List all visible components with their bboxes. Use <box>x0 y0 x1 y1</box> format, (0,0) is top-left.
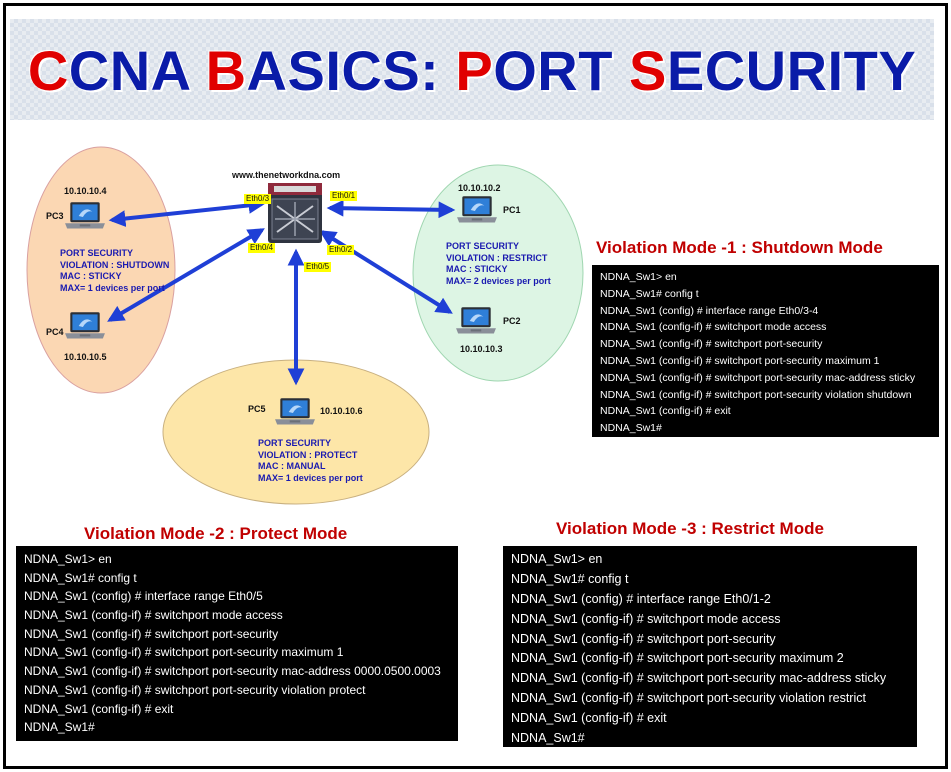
website-label: www.thenetworkdna.com <box>232 170 341 180</box>
link-pc3 <box>108 197 266 227</box>
pc2-name: PC2 <box>503 316 521 326</box>
pc5-security-info: PORT SECURITY VIOLATION : PROTECT MAC : … <box>258 438 363 483</box>
mode1-cli-box: NDNA_Sw1> en NDNA_Sw1# config t NDNA_Sw1 (… <box>592 265 939 437</box>
pc4-ip: 10.10.10.5 <box>64 352 107 362</box>
cli-line: NDNA_Sw1# <box>511 731 585 746</box>
cli-line: NDNA_Sw1 (config-if) # switchport port-s… <box>600 338 823 351</box>
cli-line: NDNA_Sw1 (config) # interface range Eth0… <box>24 589 263 604</box>
cli-line: NDNA_Sw1 (config-if) # switchport port-s… <box>511 671 887 686</box>
cli-line: NDNA_Sw1 (config-if) # switchport mode a… <box>24 608 283 623</box>
pc3-laptop-icon <box>65 202 105 229</box>
cli-line: NDNA_Sw1 (config-if) # switchport port-s… <box>24 664 441 679</box>
mode2-title: Violation Mode -2 : Protect Mode <box>84 524 348 543</box>
port-eth0-5: Eth0/5 <box>304 262 332 272</box>
mode3-cli-box: NDNA_Sw1> en NDNA_Sw1# config t NDNA_Sw1 (… <box>503 546 917 747</box>
title-banner <box>10 19 934 120</box>
cli-line: NDNA_Sw1 (config-if) # switchport port-s… <box>511 651 844 666</box>
pc5-ip: 10.10.10.6 <box>320 406 363 416</box>
cli-line: NDNA_Sw1# config t <box>511 571 629 586</box>
pc2-ip: 10.10.10.3 <box>460 344 503 354</box>
cli-line: NDNA_Sw1# config t <box>24 570 137 585</box>
title-part: C <box>27 39 69 102</box>
title-part: B <box>205 39 247 102</box>
pc2-laptop-icon <box>456 307 496 334</box>
cli-line: NDNA_Sw1 (config-if) # exit <box>24 701 174 716</box>
port-eth0-2: Eth0/2 <box>327 245 355 255</box>
cli-line: NDNA_Sw1 (config-if) # exit <box>600 405 731 418</box>
cli-line: NDNA_Sw1 (config) # interface range Eth0… <box>511 591 771 606</box>
cli-line: NDNA_Sw1 (config-if) # switchport mode a… <box>600 321 827 334</box>
title-part: ECURITY <box>666 39 917 102</box>
pc1-ip: 10.10.10.2 <box>458 183 501 193</box>
cli-line: NDNA_Sw1> en <box>600 271 677 283</box>
port-eth0-3: Eth0/3 <box>244 194 272 204</box>
pc4-name: PC4 <box>46 327 64 337</box>
port-eth0-1: Eth0/1 <box>330 191 358 201</box>
cli-line: NDNA_Sw1 (config-if) # switchport port-s… <box>24 645 344 660</box>
link-pc4 <box>107 228 265 322</box>
title-part: S <box>629 39 667 102</box>
cli-line: NDNA_Sw1> en <box>511 552 603 566</box>
cli-line: NDNA_Sw1 (config) # interface range Eth0… <box>600 304 819 317</box>
cli-line: NDNA_Sw1 (config-if) # switchport port-s… <box>511 631 776 646</box>
cli-line: NDNA_Sw1 (config-if) # switchport mode a… <box>511 611 781 626</box>
title-part: ASICS: <box>246 39 456 102</box>
cli-line: NDNA_Sw1 (config-if) # switchport port-s… <box>600 371 916 384</box>
switch-icon <box>268 183 322 243</box>
pc3-security-info: PORT SECURITY VIOLATION : SHUTDOWN MAC :… <box>60 248 170 293</box>
pc3-ip: 10.10.10.4 <box>64 186 107 196</box>
mode3-title: Violation Mode -3 : Restrict Mode <box>556 519 824 538</box>
cli-line: NDNA_Sw1# <box>600 422 662 435</box>
pc5-name: PC5 <box>248 404 266 414</box>
cli-line: NDNA_Sw1 (config-if) # switchport port-s… <box>600 388 912 401</box>
title-part: P <box>455 39 494 102</box>
mode2-cli-box: NDNA_Sw1> en NDNA_Sw1# config t NDNA_Sw1 (… <box>16 546 458 741</box>
mode1-title: Violation Mode -1 : Shutdown Mode <box>596 238 883 257</box>
pc1-security-info: PORT SECURITY VIOLATION : RESTRICT MAC :… <box>446 241 551 286</box>
port-eth0-4: Eth0/4 <box>248 243 276 253</box>
cli-line: NDNA_Sw1 (config-if) # exit <box>511 711 667 726</box>
link-pc1 <box>326 199 456 219</box>
cli-line: NDNA_Sw1> en <box>24 552 112 566</box>
page-title: CCNA BASICS: PORT SECURITY <box>10 36 934 106</box>
cli-line: NDNA_Sw1 (config-if) # switchport port-s… <box>24 626 279 641</box>
pc3-name: PC3 <box>46 211 64 221</box>
pc4-laptop-icon <box>65 312 105 339</box>
title-part: ORT <box>493 39 630 102</box>
pc5-laptop-icon <box>275 398 315 425</box>
cli-line: NDNA_Sw1# <box>24 720 95 735</box>
cli-line: NDNA_Sw1 (config-if) # switchport port-s… <box>24 682 366 697</box>
pc1-name: PC1 <box>503 205 521 215</box>
title-part: CNA <box>68 39 206 102</box>
cli-line: NDNA_Sw1 (config-if) # switchport port-s… <box>511 691 866 706</box>
cli-line: NDNA_Sw1 (config-if) # switchport port-s… <box>600 354 880 367</box>
pc1-laptop-icon <box>457 196 497 223</box>
cli-line: NDNA_Sw1# config t <box>600 287 699 300</box>
